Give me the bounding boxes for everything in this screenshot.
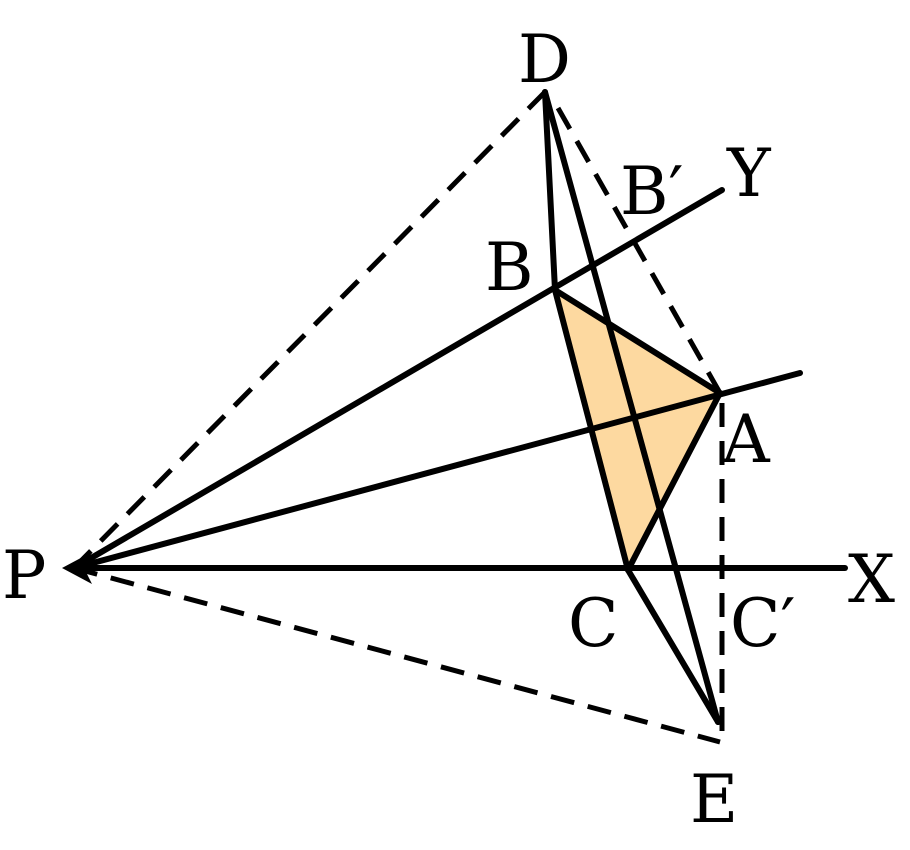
ray-py <box>71 187 725 571</box>
dashed-line-pd <box>72 90 547 570</box>
label-d: D <box>518 21 571 98</box>
label-c-prime: C′ <box>730 585 795 662</box>
segment-ba <box>552 287 723 396</box>
label-x: X <box>848 541 895 618</box>
segment-bc <box>552 287 631 573</box>
label-b: B <box>485 229 534 306</box>
label-b-prime: B′ <box>620 153 684 230</box>
segment-de <box>542 89 721 725</box>
segment-ce <box>625 567 721 725</box>
label-y: Y <box>726 135 772 212</box>
vertex-p-marker <box>62 552 92 584</box>
label-e: E <box>690 761 738 838</box>
label-a: A <box>721 401 771 478</box>
ray-pa <box>71 370 803 571</box>
segment-ac <box>625 390 723 573</box>
dashed-line-pe <box>73 565 721 745</box>
label-p: P <box>2 537 46 614</box>
label-c: C <box>568 585 619 662</box>
dashed-line-da <box>555 106 723 395</box>
segment-db <box>542 89 558 293</box>
